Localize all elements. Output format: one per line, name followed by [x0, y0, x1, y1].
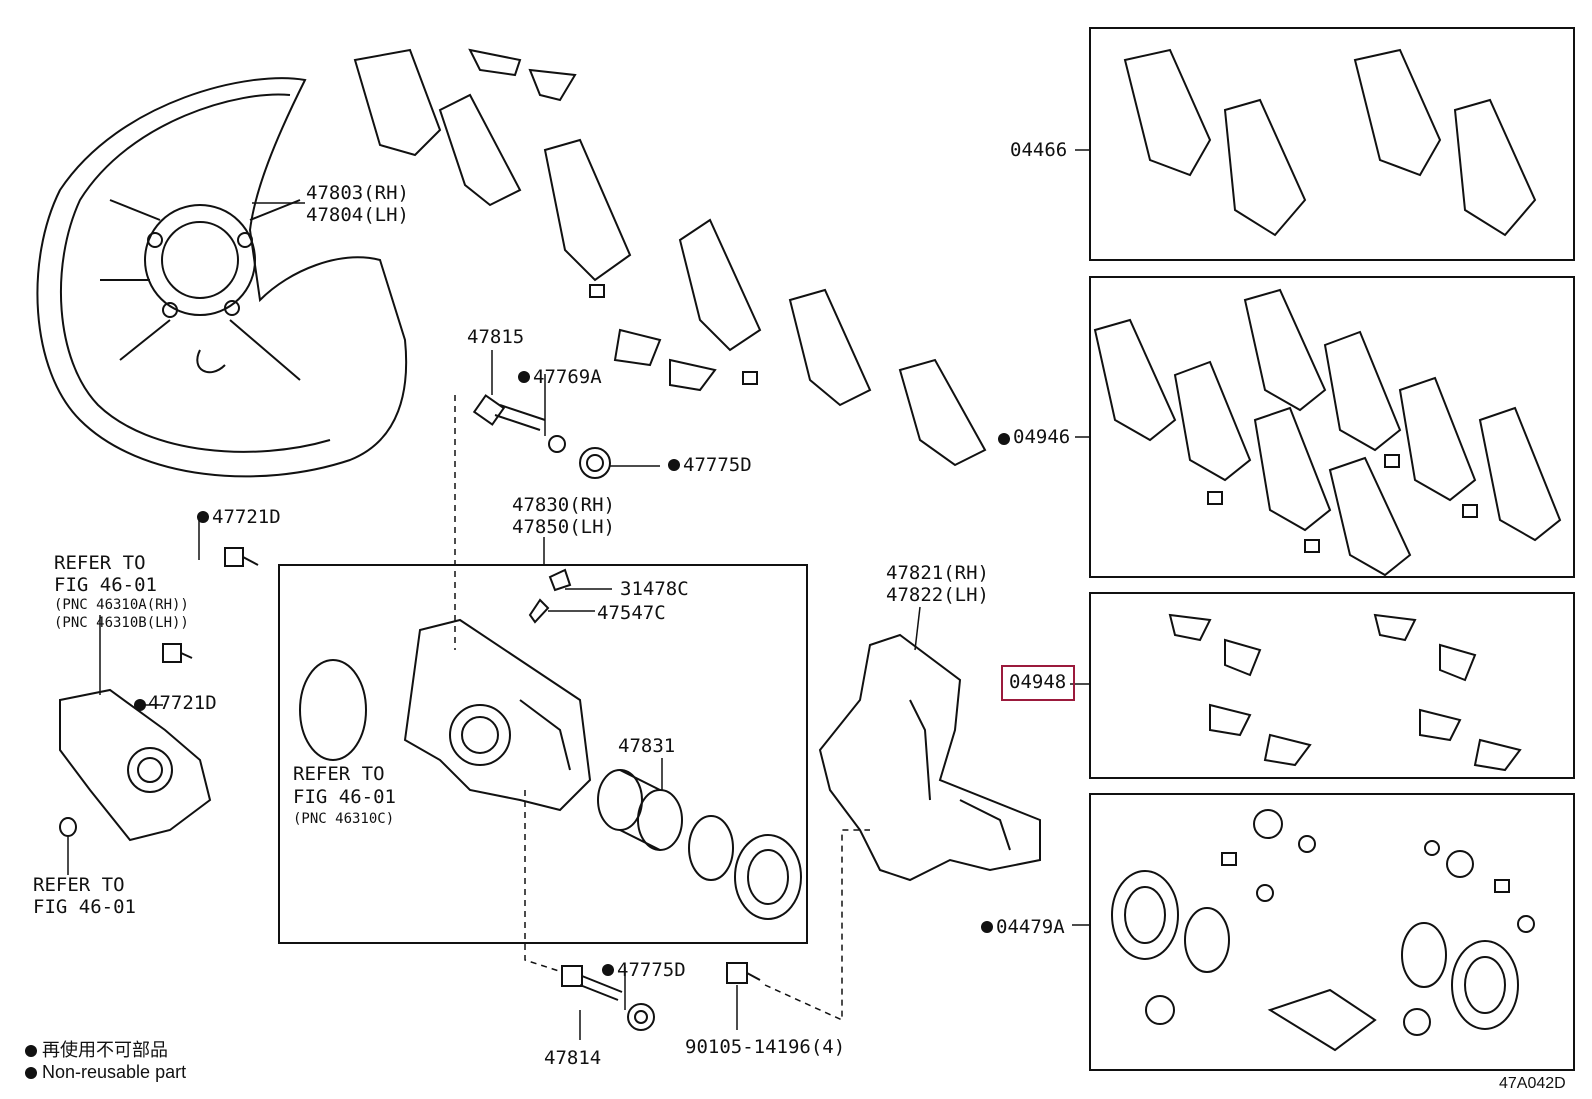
dust-shield [36, 77, 408, 478]
label-47830: 47830(RH) [512, 494, 615, 516]
bolt-47721D-b [162, 643, 193, 663]
brake-pads-upper [353, 48, 987, 467]
highlight-04948 [1001, 665, 1075, 701]
label-47850: 47850(LH) [512, 516, 615, 538]
pads-04466 [1123, 48, 1537, 237]
piston-boot [734, 834, 802, 920]
label-04479A: 04479A [996, 916, 1065, 938]
ref-note-1-line4: (PNC 46310B(LH)) [54, 615, 189, 631]
label-47814: 47814 [544, 1047, 602, 1069]
bolt-47721D-a [224, 547, 259, 567]
legend-en: Non-reusable part [25, 1062, 186, 1083]
pads-04946 [1093, 288, 1562, 577]
label-47822: 47822(LH) [886, 584, 989, 606]
label-47775D-a: 47775D [683, 454, 752, 476]
bleeder-plug [528, 598, 550, 624]
box-04946 [1089, 276, 1575, 578]
piston-seal [688, 815, 734, 881]
label-47547C: 47547C [597, 602, 666, 624]
box-caliper [278, 564, 808, 944]
label-47804: 47804(LH) [306, 204, 409, 226]
ref-note-1-line1: REFER TO [54, 552, 146, 574]
box-04948 [1089, 592, 1575, 779]
ref-note-2-line2: FIG 46-01 [293, 786, 396, 808]
label-47803: 47803(RH) [306, 182, 409, 204]
guide-pin-47815 [472, 394, 566, 453]
label-47721D-a: 47721D [212, 506, 281, 528]
ref-note-2-line3: (PNC 46310C) [293, 811, 395, 827]
legend-dot-icon [25, 1067, 37, 1080]
ref-note-3-line2: FIG 46-01 [33, 896, 136, 918]
piston-47831 [597, 769, 683, 851]
box-04479A [1089, 793, 1575, 1071]
bleeder-cap [548, 568, 572, 592]
label-47775D-b: 47775D [617, 959, 686, 981]
label-04466: 04466 [1010, 139, 1068, 161]
label-47815: 47815 [467, 326, 525, 348]
boot-47775D [579, 447, 611, 479]
legend-cn: 再使用不可部品 [25, 1036, 168, 1062]
label-47821: 47821(RH) [886, 562, 989, 584]
label-04946: 04946 [1013, 426, 1071, 448]
non-reusable-markers [134, 371, 1010, 976]
caliper-mounting [818, 633, 1041, 882]
boot-47775D-b [627, 1003, 655, 1031]
ref-note-1-line3: (PNC 46310A(RH)) [54, 597, 189, 613]
ref-note-3-line1: REFER TO [33, 874, 125, 896]
label-47769A: 47769A [533, 366, 602, 388]
o-ring-large [299, 659, 367, 761]
clips-04948 [1168, 613, 1522, 772]
label-04948: 04948 [1009, 671, 1067, 693]
caliper-body [403, 618, 592, 812]
connector [59, 817, 77, 837]
figure-code: 47A042D [1499, 1075, 1566, 1092]
label-47831: 47831 [618, 735, 676, 757]
label-90105: 90105-14196(4) [685, 1036, 846, 1058]
ref-note-1-line2: FIG 46-01 [54, 574, 157, 596]
guide-pin-47814 [561, 965, 623, 1001]
box-04466 [1089, 27, 1575, 261]
label-47721D-b: 47721D [148, 692, 217, 714]
ref-note-2-line1: REFER TO [293, 763, 385, 785]
dashed-lines [454, 395, 870, 1022]
label-31478C: 31478C [620, 578, 689, 600]
leader-lines [67, 149, 1090, 1040]
seal-kit-04479A [1111, 809, 1535, 1052]
legend-dot-icon [25, 1045, 37, 1058]
bolt-90105 [726, 962, 761, 984]
